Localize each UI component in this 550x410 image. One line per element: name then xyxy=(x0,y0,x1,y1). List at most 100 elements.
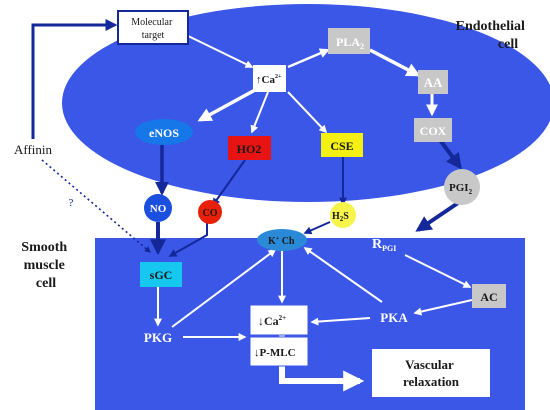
no-circle xyxy=(144,194,172,222)
vascular-relaxation-label: relaxation xyxy=(403,374,460,389)
co-circle xyxy=(198,200,222,224)
ac-node: AC xyxy=(472,284,506,308)
pgi2-node: PGI2 xyxy=(444,169,480,205)
pka-label: PKA xyxy=(380,310,408,325)
no-label: NO xyxy=(150,203,167,215)
calcium-charge: 2+ xyxy=(275,74,282,80)
co-node: CO xyxy=(198,200,222,224)
svg-text:RPGI: RPGI xyxy=(372,237,396,253)
pmlc-label: P-MLC xyxy=(260,347,296,359)
molecular-target-label: Molecular xyxy=(131,17,173,28)
svg-text:PGI2: PGI2 xyxy=(449,182,473,196)
up-arrow-icon: ↑ xyxy=(256,74,262,86)
affinin-to-sgc-dotted-arrow xyxy=(41,159,151,253)
affinin-label: Affinin xyxy=(14,142,53,157)
ca-to-ho2-arrow xyxy=(250,91,269,134)
pgi2-circle xyxy=(444,169,480,205)
calcium-increase-node: ↑Ca2+ xyxy=(253,65,286,92)
svg-text:↓Ca2+: ↓Ca2+ xyxy=(258,314,286,328)
vascular-relaxation-node: Vascular relaxation xyxy=(372,349,490,397)
ho2-to-co-arrow xyxy=(212,159,246,207)
ac-box xyxy=(472,284,506,308)
cox-label: COX xyxy=(420,124,447,138)
sgc-box xyxy=(140,262,182,287)
potassium-channel-tail: Ch xyxy=(279,236,295,247)
h2s-circle xyxy=(330,202,356,228)
svg-text:Vascular relaxation: Vascular relaxation xyxy=(403,357,460,389)
rpgi-to-ac-arrow xyxy=(404,254,472,288)
pgi2-label: PGI xyxy=(449,182,469,194)
co-label: CO xyxy=(203,208,218,219)
pka-to-ca-arrow xyxy=(310,317,371,326)
calcium-label: Ca xyxy=(262,74,276,86)
potassium-channel-label: K xyxy=(268,236,276,247)
molecular-target-node: Molecular target xyxy=(117,10,189,45)
enos-label: eNOS xyxy=(149,126,179,140)
pla2-box xyxy=(328,28,370,54)
h2s-label: H xyxy=(332,211,340,222)
calcium-decrease-label: Ca xyxy=(264,314,279,328)
receptor-label: R xyxy=(372,237,383,252)
pla2-label: PLA xyxy=(336,35,360,49)
endothelial-label-line: Endothelial xyxy=(456,19,525,34)
potassium-channel-ellipse xyxy=(257,229,307,251)
pkg-label: PKG xyxy=(144,330,172,345)
aa-box xyxy=(418,70,448,94)
ho2-node: HO2 xyxy=(228,136,271,160)
vascular-relaxation-box xyxy=(372,349,490,397)
smooth-label-line: muscle xyxy=(24,258,65,273)
no-node: NO xyxy=(144,194,172,222)
svg-text:K+ Ch: K+ Ch xyxy=(268,236,295,247)
ho2-box xyxy=(228,136,271,160)
calcium-decrease-box xyxy=(249,304,309,336)
ca-to-cse-arrow xyxy=(287,91,328,134)
co-to-sgc-arrow xyxy=(168,223,208,257)
vascular-relaxation-label: Vascular xyxy=(405,357,454,372)
affinin-to-target-arrow xyxy=(31,19,118,139)
down-arrow-icon: ↓ xyxy=(254,347,260,359)
calcium-decrease-charge: 2+ xyxy=(279,314,287,322)
pgi2-subscript: 2 xyxy=(469,188,473,196)
cox-box xyxy=(414,118,452,142)
svg-text:↑Ca2+: ↑Ca2+ xyxy=(256,74,282,86)
calcium-increase-box xyxy=(253,65,286,92)
svg-text:Molecular target: Molecular target xyxy=(131,17,175,41)
aa-node: AA xyxy=(418,70,448,94)
svg-text:↓P-MLC: ↓P-MLC xyxy=(254,347,296,359)
pla2-to-aa-arrow xyxy=(369,48,421,77)
pla2-subscript: 2 xyxy=(360,42,364,51)
cox-node: COX xyxy=(414,118,452,142)
endothelial-cell-label: Endothelial cell xyxy=(456,19,529,52)
ho2-label: HO2 xyxy=(237,142,262,156)
pmlc-to-relaxation-arrow xyxy=(279,366,365,392)
potassium-charge: + xyxy=(276,236,280,242)
endothelial-cell xyxy=(62,4,550,202)
pla2-node: PLA2 xyxy=(328,28,370,54)
sgc-node: sGC xyxy=(140,262,182,287)
enos-ellipse xyxy=(135,119,193,145)
potassium-channel-node: K+ Ch xyxy=(257,229,307,251)
target-to-ca-arrow xyxy=(183,33,254,68)
ca-to-pla2-arrow xyxy=(287,48,330,69)
uncertain-link-marker: ? xyxy=(69,197,74,209)
svg-text:H2S: H2S xyxy=(332,211,349,223)
endothelial-label-line: cell xyxy=(498,37,518,52)
pka-to-kch-arrow xyxy=(303,247,383,303)
cse-node: CSE xyxy=(321,133,363,157)
cse-box xyxy=(321,133,363,157)
h2s-label-tail: S xyxy=(343,211,349,222)
svg-text:PLA2: PLA2 xyxy=(336,35,364,51)
receptor-subscript: PGI xyxy=(382,244,396,253)
h2s-subscript: 2 xyxy=(340,215,344,223)
pmlc-box xyxy=(249,336,309,367)
smooth-label-line: Smooth xyxy=(21,240,67,255)
cse-label: CSE xyxy=(330,139,353,153)
down-arrow-icon: ↓ xyxy=(258,314,264,328)
ca-to-enos-arrow xyxy=(197,88,256,122)
pkg-to-kch-arrow xyxy=(171,249,277,328)
prostacyclin-receptor-node: RPGI xyxy=(372,237,396,253)
cox-to-pgi2-arrow xyxy=(438,138,462,170)
h2s-node: H2S xyxy=(330,202,356,228)
